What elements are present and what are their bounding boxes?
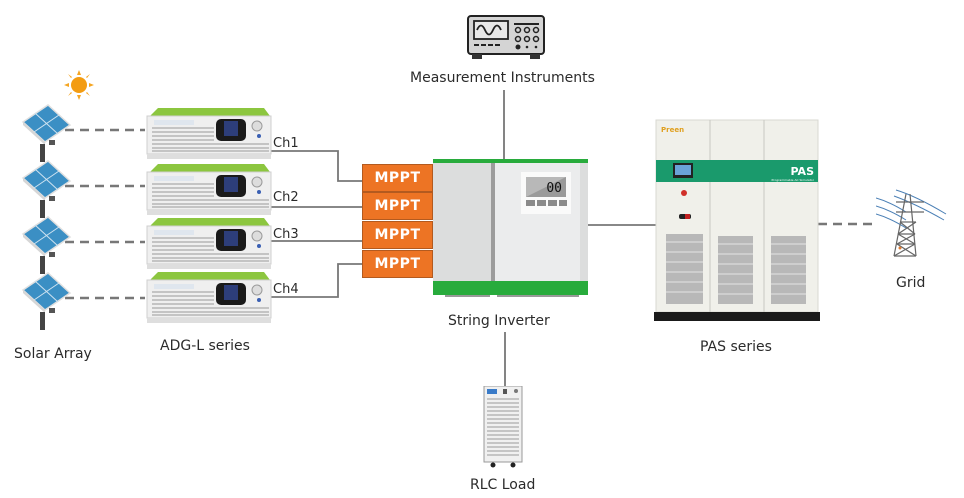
rlc-load-label: RLC Load xyxy=(470,477,536,493)
rlc-load xyxy=(483,386,523,468)
mppt-block-4: MPPT xyxy=(362,250,433,278)
ch1-line xyxy=(268,150,362,182)
solar-panel-1 xyxy=(22,104,71,163)
sun-icon xyxy=(64,70,94,100)
adg-label: ADG-L series xyxy=(160,338,250,354)
mppt-block-1: MPPT xyxy=(362,164,433,192)
adg-unit-1 xyxy=(146,108,272,160)
string-inverter-label: String Inverter xyxy=(448,313,550,329)
adg-unit-2 xyxy=(146,163,272,216)
pas-label: PAS series xyxy=(700,339,772,355)
ch3-label: Ch3 xyxy=(273,227,299,242)
power-tower-icon xyxy=(876,189,947,257)
ch4-line xyxy=(268,263,362,298)
ch2-label: Ch2 xyxy=(273,190,299,205)
oscilloscope-icon xyxy=(467,15,545,59)
mppt-block-3: MPPT xyxy=(362,221,433,249)
inverter-display: 00 xyxy=(546,181,562,196)
string-inverter: 00 xyxy=(433,159,588,297)
solar-panel-4 xyxy=(22,272,71,331)
pas-brand: Preen xyxy=(661,126,684,134)
grid-label: Grid xyxy=(896,275,926,291)
solar-array xyxy=(22,104,71,331)
ch1-label: Ch1 xyxy=(273,136,299,151)
ch4-label: Ch4 xyxy=(273,282,299,297)
pas-cabinet: Preen PAS Programmable AC Simulator xyxy=(654,119,820,321)
mppt-block-2: MPPT xyxy=(362,192,433,220)
adg-stack xyxy=(146,108,272,324)
adg-unit-4 xyxy=(146,271,272,324)
pas-badge: PAS xyxy=(791,165,815,178)
solar-panel-2 xyxy=(22,160,71,219)
measurement-label: Measurement Instruments xyxy=(410,70,595,86)
solar-panel-3 xyxy=(22,216,71,275)
adg-unit-3 xyxy=(146,217,272,270)
solar-array-label: Solar Array xyxy=(14,346,92,362)
pas-subtitle: Programmable AC Simulator xyxy=(772,178,815,182)
